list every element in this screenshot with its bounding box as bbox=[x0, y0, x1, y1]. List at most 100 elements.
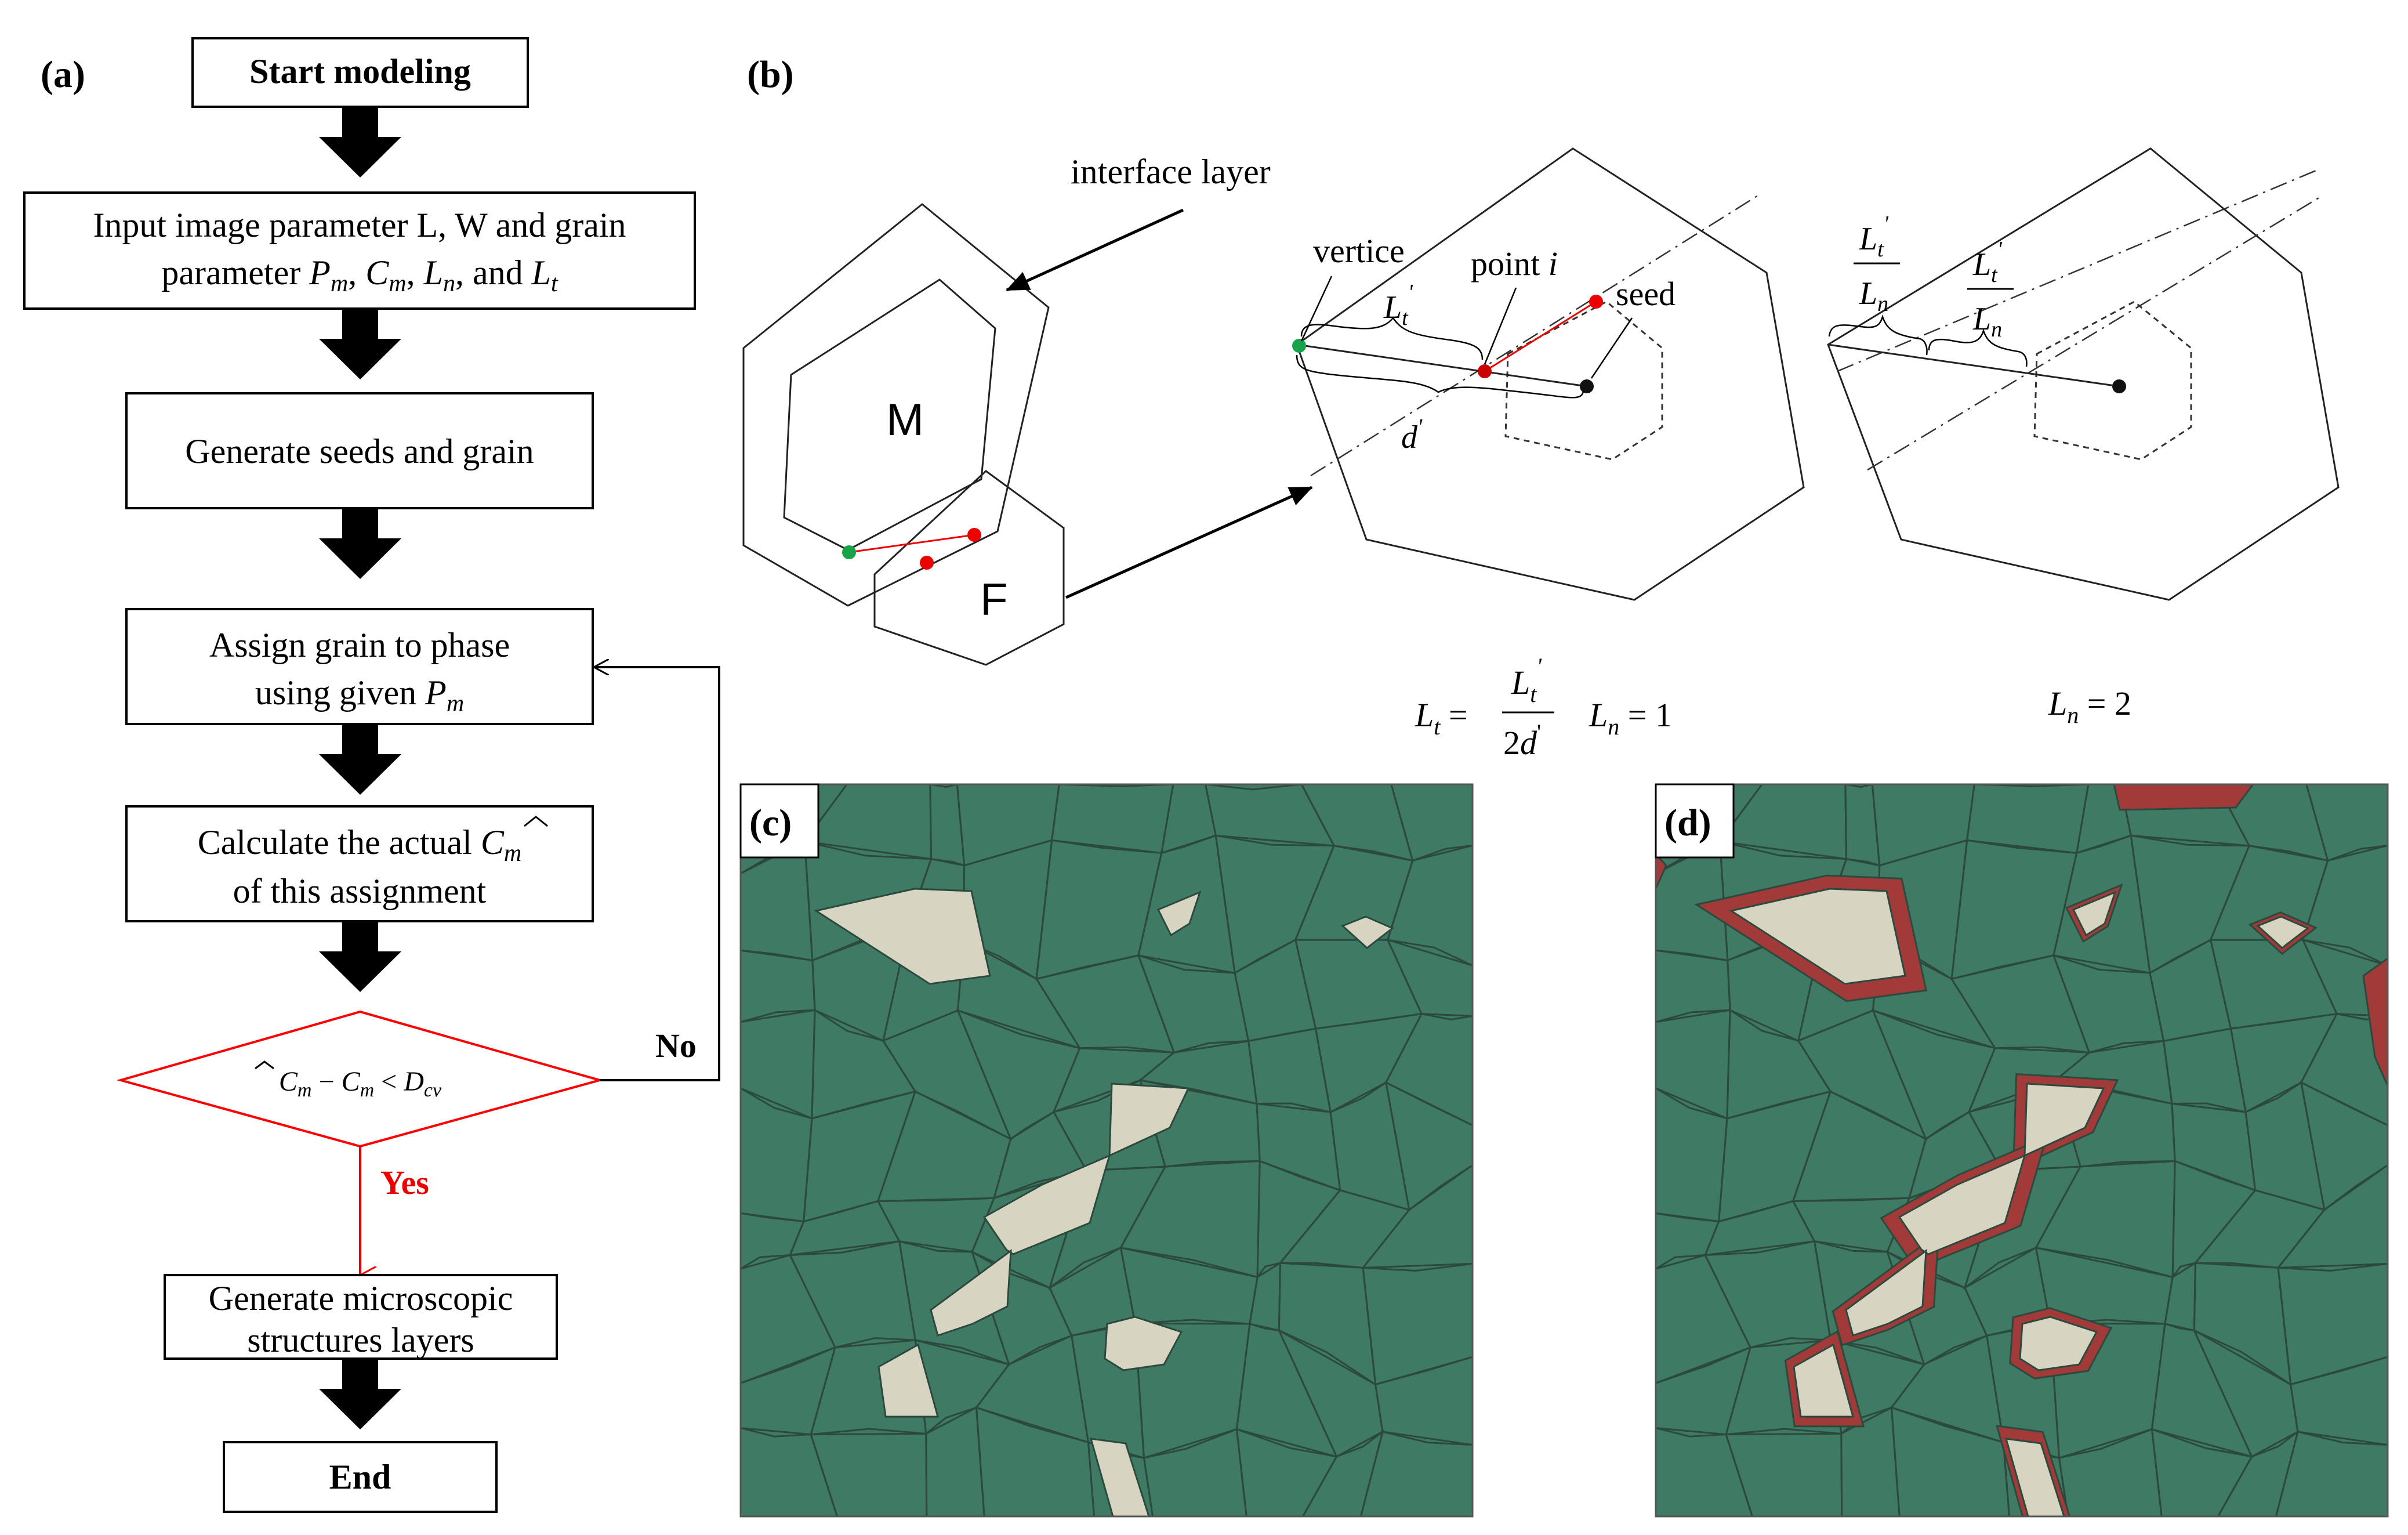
second-phase-grain bbox=[2019, 1316, 2098, 1371]
grain-m-inner bbox=[783, 278, 996, 551]
equation-left: Lt = Lt' 2d' Ln = 1 bbox=[1415, 653, 1672, 762]
second-phase-grain bbox=[1845, 1248, 1927, 1337]
point-i-pointer bbox=[1484, 287, 1517, 365]
point-dot-left-2 bbox=[967, 528, 981, 542]
seed-cell-ln1 bbox=[1504, 301, 1663, 461]
second-phase-grain bbox=[814, 888, 991, 985]
seed-dot-ln2 bbox=[2112, 379, 2126, 393]
vertice-label: vertice bbox=[1313, 232, 1405, 270]
end-label: End bbox=[329, 1458, 391, 1496]
svg-text:Lt =: Lt = bbox=[1415, 696, 1468, 740]
second-phase-grain bbox=[2023, 1083, 2105, 1157]
seed-pointer bbox=[1590, 317, 1633, 379]
red-segment-ln1 bbox=[1484, 301, 1597, 372]
grain-cell bbox=[1362, 1262, 1473, 1386]
input-box bbox=[23, 191, 696, 310]
panel-label-b: (b) bbox=[747, 53, 794, 96]
panel-label-a: (a) bbox=[41, 53, 85, 96]
second-phase-grain bbox=[877, 1343, 939, 1418]
interface-layer bbox=[2113, 784, 2254, 811]
svg-text:Ln: Ln bbox=[1859, 276, 1888, 316]
input-label-line2: parameter Pm, Cm, Ln, and Lt bbox=[161, 254, 559, 297]
fraction-ln2-b: Lt' Ln bbox=[1967, 237, 2014, 342]
grain-cell bbox=[2301, 939, 2388, 1017]
grain-cell bbox=[1374, 1356, 1473, 1446]
dashdot-line-ln1 bbox=[1310, 193, 1761, 477]
second-phase-grain bbox=[1089, 1438, 1150, 1516]
calc-hat bbox=[524, 816, 548, 827]
second-phase-grain bbox=[930, 1248, 1012, 1337]
interface-layer bbox=[2362, 957, 2388, 1087]
point-dot-left-1 bbox=[920, 556, 934, 570]
seed-dot-ln1 bbox=[1580, 379, 1594, 393]
brace-d bbox=[1296, 354, 1584, 399]
grain-cell bbox=[1386, 845, 1473, 966]
vertex-dot-left bbox=[842, 545, 856, 559]
grain-cell bbox=[1359, 1431, 1473, 1516]
down-arrow-6 bbox=[319, 1359, 401, 1429]
seed-line-ln1 bbox=[1296, 343, 1587, 388]
point-i-label: point i bbox=[1471, 245, 1558, 283]
decision-hat bbox=[255, 1060, 274, 1070]
generate-seeds-box bbox=[125, 392, 594, 509]
grain-cell bbox=[1384, 1081, 1473, 1212]
label-box-d bbox=[1655, 783, 1735, 859]
panel-label-d: (d) bbox=[1664, 802, 1711, 844]
second-phase-grain bbox=[1793, 1343, 1854, 1418]
hexagon-ln1 bbox=[1296, 147, 1805, 601]
generate-micro-line2: structures layers bbox=[247, 1321, 474, 1359]
grain-f-label: F bbox=[980, 574, 1008, 625]
interface-layer-label: interface layer bbox=[1071, 153, 1271, 191]
seed-line-ln2 bbox=[1827, 343, 2120, 388]
grain-m-label: M bbox=[886, 394, 924, 445]
grain-f bbox=[873, 470, 1065, 666]
start-box bbox=[191, 37, 529, 108]
calculate-box bbox=[125, 805, 594, 922]
grain-cell bbox=[1390, 784, 1473, 862]
end-box bbox=[223, 1441, 498, 1513]
down-arrow-3 bbox=[319, 508, 401, 579]
svg-text:Lt': Lt' bbox=[1972, 237, 2003, 287]
no-loop-line bbox=[594, 667, 720, 1081]
brace-lt bbox=[1300, 316, 1484, 360]
no-label: No bbox=[655, 1027, 697, 1065]
calculate-label-line2: of this assignment bbox=[233, 872, 487, 910]
red-end-dot bbox=[1589, 295, 1603, 309]
dashdot-line-ln2-a bbox=[1837, 168, 2319, 372]
calculate-label-line1: Calculate the actual Cm bbox=[198, 823, 521, 867]
grains-schematic bbox=[742, 203, 1065, 666]
dashdot-line-ln2-b bbox=[1867, 196, 2320, 471]
down-arrow-2 bbox=[319, 309, 401, 379]
second-phase-grain bbox=[1729, 888, 1906, 985]
generate-seeds-label: Generate seeds and grain bbox=[185, 432, 534, 470]
assign-label-line2: using given Pm bbox=[255, 674, 464, 717]
grain-cell bbox=[2305, 784, 2388, 862]
svg-text:Lt': Lt' bbox=[1511, 653, 1542, 707]
grain-cell bbox=[2300, 1081, 2388, 1212]
microstructure-d bbox=[1656, 784, 2388, 1516]
grain-cell bbox=[1361, 1164, 1473, 1269]
second-phase-grain bbox=[2004, 1438, 2065, 1516]
lt-prime-label: Lt' bbox=[1383, 280, 1413, 330]
input-label-line1: Input image parameter L, W and grain bbox=[93, 206, 626, 244]
decision-diamond bbox=[116, 1010, 604, 1148]
second-phase-grain bbox=[2072, 890, 2117, 937]
start-label: Start modeling bbox=[249, 52, 471, 90]
microstructure-c bbox=[741, 784, 1473, 1516]
grain-cell bbox=[1386, 939, 1473, 1017]
grain-diag-line bbox=[848, 534, 975, 553]
second-phase-grain bbox=[2256, 915, 2309, 949]
grain-cell bbox=[2289, 1356, 2388, 1446]
panel-label-c: (c) bbox=[749, 802, 792, 844]
svg-text:Ln: Ln bbox=[1972, 301, 2002, 342]
seed-label: seed bbox=[1616, 275, 1676, 313]
grain-cell bbox=[2277, 1262, 2388, 1386]
down-arrow-5 bbox=[319, 921, 401, 992]
yes-label: Yes bbox=[380, 1164, 429, 1201]
brace-ln2-b bbox=[1928, 328, 2028, 367]
point-i-dot bbox=[1478, 364, 1492, 378]
brace-ln2-a bbox=[1828, 314, 1928, 356]
second-phase-grain bbox=[1156, 890, 1202, 937]
generate-micro-line1: Generate microscopic bbox=[209, 1279, 513, 1317]
